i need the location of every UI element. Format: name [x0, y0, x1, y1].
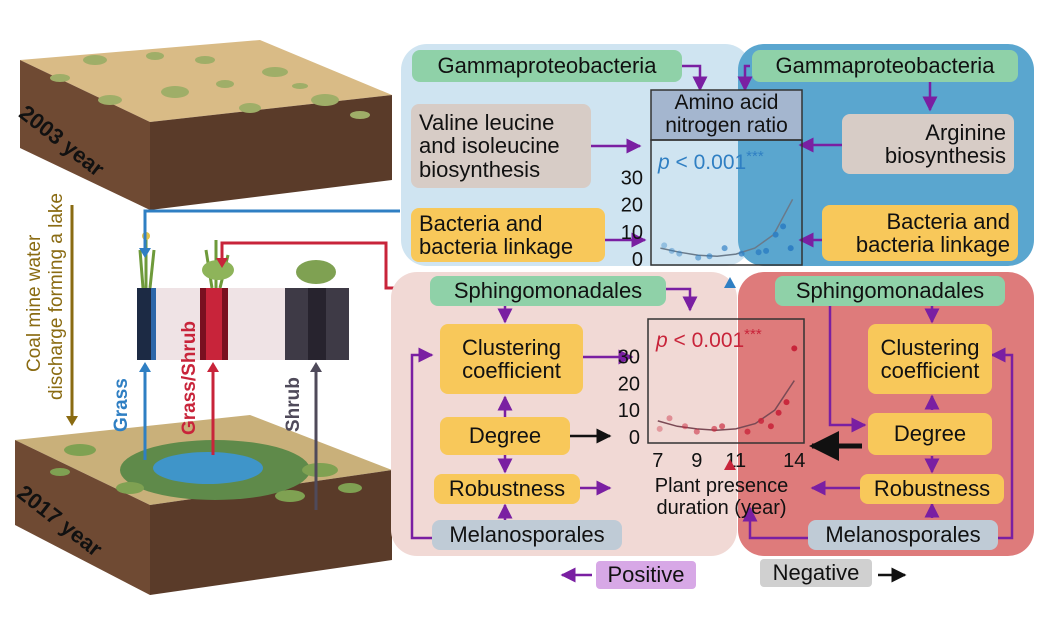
- plants-on-column: [138, 232, 336, 289]
- tr-gammaproteobacteria-box: Gammaproteobacteria: [752, 50, 1018, 82]
- chart1-point: [695, 254, 702, 261]
- connector-lines: [66, 205, 400, 510]
- chart1-p-value: < 0.001: [669, 151, 747, 174]
- chart2-ytick-label: 10: [618, 400, 640, 422]
- legend-negative: Negative: [760, 559, 872, 587]
- br-robustness-box: Robustness: [860, 474, 1004, 504]
- chart2-point: [719, 423, 726, 430]
- chart1-ytick-label: 30: [621, 168, 643, 190]
- chart2-p-letter: p: [656, 329, 668, 352]
- chart1-point: [763, 247, 770, 254]
- chart2-xtick-label: 9: [691, 450, 702, 472]
- bl-sphingomonadales-box: Sphingomonadales: [430, 276, 666, 306]
- chart1-point: [706, 253, 713, 260]
- chart2-point: [791, 345, 798, 352]
- chart1-point: [721, 245, 728, 252]
- chart1-p-annotation: p < 0.001***: [658, 148, 764, 175]
- chart2-fit-line: [657, 380, 795, 432]
- chart1-marker-triangle: [724, 277, 736, 288]
- chart2-p-value: < 0.001: [667, 329, 745, 352]
- chart1-point: [738, 250, 745, 257]
- soil-block-2003: [20, 40, 392, 210]
- chart1-point: [676, 250, 683, 257]
- chart1-point: [668, 247, 675, 254]
- chart1-stars: ***: [746, 148, 764, 165]
- chart2-marker-triangle: [724, 459, 736, 470]
- landscape-illustration: [15, 40, 400, 595]
- br-clustering-box: Clustering coefficient: [868, 324, 992, 394]
- br-degree-box: Degree: [868, 413, 992, 455]
- chart1-point: [755, 249, 762, 256]
- chart2-point: [711, 425, 718, 432]
- tl-valine-pathway-box: Valine leucine and isoleucine biosynthes…: [411, 104, 591, 188]
- bl-degree-box: Degree: [440, 417, 570, 455]
- chart2-ytick-label: 30: [618, 346, 640, 368]
- chart2-xtick-label: 14: [783, 450, 805, 472]
- chart2-xlabel: Plant presence duration (year): [654, 475, 789, 519]
- chart1-ytick-label: 20: [621, 195, 643, 217]
- legend-positive: Positive: [596, 561, 696, 589]
- chart2-ytick-label: 20: [618, 373, 640, 395]
- chart2-ytick-label: 0: [629, 427, 640, 449]
- black-arrows: [570, 428, 907, 583]
- chart2-point: [744, 428, 751, 435]
- chart2-point: [783, 399, 790, 406]
- chart2-point: [767, 423, 774, 430]
- chart2-point: [775, 409, 782, 416]
- chart1-fit-line: [660, 198, 794, 258]
- chart1-ytick-label: 10: [621, 222, 643, 244]
- bl-robustness-box: Robustness: [434, 474, 580, 504]
- chart2-point: [758, 417, 765, 424]
- chart2-stars: ***: [744, 326, 762, 343]
- chart1-title: Amino acid nitrogen ratio: [665, 91, 788, 137]
- tr-arginine-pathway-box: Arginine biosynthesis: [842, 114, 1014, 174]
- tl-bacteria-linkage-box: Bacteria and bacteria linkage: [411, 208, 605, 262]
- soil-block-2017: [15, 415, 392, 595]
- soil-column: [137, 288, 349, 360]
- chart1-point: [787, 245, 794, 252]
- tr-bacteria-linkage-box: Bacteria and bacteria linkage: [822, 205, 1018, 261]
- tl-gammaproteobacteria-box: Gammaproteobacteria: [412, 50, 682, 82]
- chart2-xtick-label: 7: [652, 450, 663, 472]
- chart1-point: [772, 231, 779, 238]
- br-sphingomonadales-box: Sphingomonadales: [775, 276, 1005, 306]
- bl-melanosporales-box: Melanosporales: [432, 520, 622, 550]
- chart2-point: [693, 428, 700, 435]
- purple-arrows: [410, 64, 1014, 583]
- chart1-ytick-label: 0: [632, 249, 643, 271]
- br-melanosporales-box: Melanosporales: [808, 520, 998, 550]
- chart1-p-letter: p: [658, 151, 670, 174]
- chart1-point: [780, 223, 787, 230]
- chart2-point: [682, 423, 688, 430]
- chart2-p-annotation: p < 0.001***: [656, 326, 762, 353]
- chart2-point: [656, 425, 663, 432]
- chart1: 0 10 20 30: [621, 89, 803, 271]
- chart2-point: [666, 415, 673, 422]
- chart1-point: [661, 242, 668, 249]
- bl-clustering-box: Clustering coefficient: [440, 324, 583, 394]
